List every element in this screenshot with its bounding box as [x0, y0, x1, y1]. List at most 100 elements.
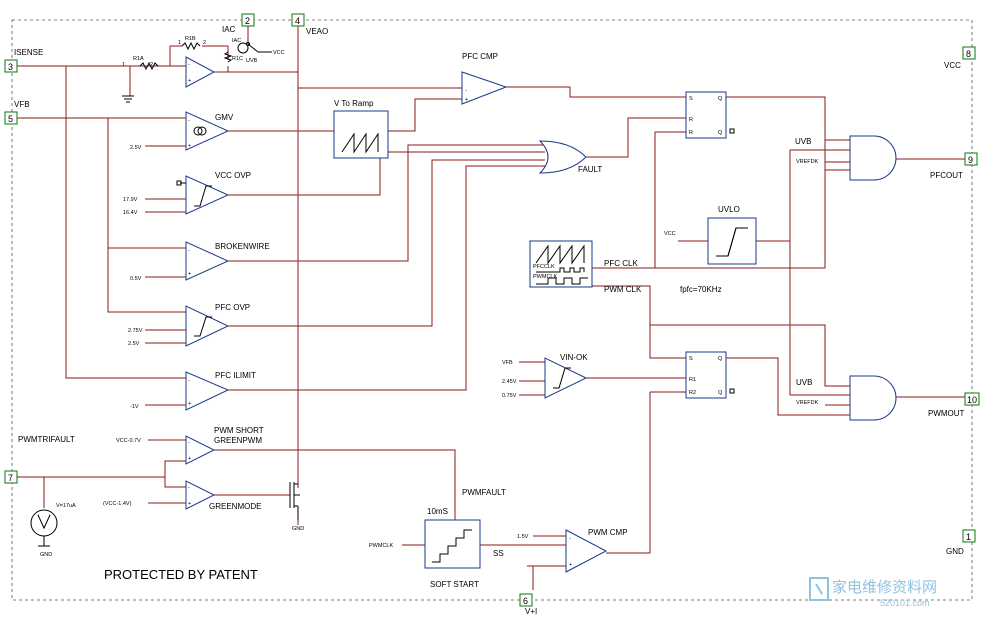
- pin-9: 9: [964, 152, 978, 166]
- greenmode-ref: (VCC-1.4V): [103, 501, 132, 507]
- v-to-ramp-label: V To Ramp: [334, 99, 374, 108]
- pin-4-num: 4: [295, 16, 300, 26]
- chip-boundary: [11, 19, 973, 601]
- vcc-ovp-hi: 17.9V: [123, 197, 138, 203]
- pin-7-num: 7: [8, 473, 13, 483]
- pfc-cmp: -+: [461, 71, 508, 105]
- pwm-clk-label: PWM CLK: [604, 285, 642, 294]
- svg-text:+: +: [188, 78, 191, 84]
- gmv-ref: 2.5V: [130, 145, 142, 151]
- vcc-ovp-lo: 16.4V: [123, 210, 138, 216]
- uvb-top-label: UVB: [795, 137, 811, 146]
- sr-flipflop-pfc: S R R Q Q: [685, 91, 735, 139]
- r1a-pin2: 2: [150, 62, 153, 68]
- svg-text:R2: R2: [689, 390, 696, 396]
- and-gate-pfc: [849, 135, 897, 181]
- pin-10-label: PWMOUT: [928, 409, 965, 418]
- pfc-ilimit-comp: -+: [185, 371, 230, 411]
- pwm-short-comp: -+: [185, 435, 216, 465]
- pin-4: 4: [291, 13, 305, 27]
- svg-text:R: R: [689, 130, 693, 136]
- vcc-switch-label: VCC: [273, 50, 285, 56]
- svg-text:+: +: [188, 401, 191, 407]
- pin-6-label: V+I: [525, 607, 537, 616]
- svg-text:-: -: [188, 62, 190, 68]
- watermark-text: 家电维修资料网: [832, 578, 937, 596]
- svg-text:-: -: [188, 440, 190, 446]
- pin-5-label: VFB: [14, 100, 30, 109]
- vin-ok-label: VIN-OK: [560, 353, 588, 362]
- pin-8-label: VCC: [944, 61, 961, 70]
- brokenwire-comp: -+: [185, 241, 230, 281]
- pwm-cmp-ref: 1.5V: [517, 534, 529, 540]
- vin-ok-comp: [544, 357, 588, 399]
- pin-3-num: 3: [8, 62, 13, 72]
- iac-switch-label: IAC: [232, 38, 241, 44]
- greenmode-comp: -+: [185, 480, 216, 510]
- pin-9-num: 9: [968, 155, 973, 165]
- isense-amp: -+: [185, 56, 216, 88]
- r1a-pin1: 1: [122, 62, 125, 68]
- pwm-short-ref: VCC-0.7V: [116, 438, 141, 444]
- pin-6-num: 6: [523, 596, 528, 606]
- uvlo-label: UVLO: [718, 205, 740, 214]
- pwmclk-in-label: PWMCLK: [369, 543, 393, 549]
- fault-label: FAULT: [578, 165, 602, 174]
- pin-4-label: VEAO: [306, 27, 328, 36]
- svg-text:Q: Q: [718, 96, 723, 102]
- pfc-cmp-label: PFC CMP: [462, 52, 498, 61]
- pin-8-num: 8: [966, 49, 971, 59]
- svg-text:R: R: [689, 117, 693, 123]
- mosfet-gnd: GND: [292, 526, 304, 532]
- svg-text:S: S: [689, 96, 693, 102]
- r1b-pin2: 2: [203, 40, 206, 46]
- svg-text:Q: Q: [718, 130, 723, 136]
- svg-text:S: S: [689, 356, 693, 362]
- pin-9-label: PFCOUT: [930, 171, 963, 180]
- gmv-amp: -+: [185, 111, 230, 151]
- svg-text:-: -: [188, 378, 190, 384]
- pin-1-label: GND: [946, 547, 964, 556]
- uvlo-block: [707, 217, 757, 265]
- wires: [17, 26, 965, 590]
- vrefdk-bottom-label: VREFDK: [796, 400, 819, 406]
- pin-10-num: 10: [967, 395, 977, 405]
- greenmode-label: GREENMODE: [209, 502, 261, 511]
- pfc-ovp-comp: [185, 305, 230, 347]
- svg-text:+: +: [188, 501, 191, 507]
- vinok-lo: 0.75V: [502, 393, 517, 399]
- pin-2-num: 2: [245, 16, 250, 26]
- pin-6: 6: [519, 593, 533, 607]
- r1a-label: R1A: [133, 56, 144, 62]
- pfc-ovp-label: PFC OVP: [215, 303, 250, 312]
- pin-2-label: IAC: [222, 25, 236, 34]
- pfcclk-inner: PFCCLK: [533, 264, 555, 270]
- pfc-ilimit-label: PFC ILIMIT: [215, 371, 256, 380]
- svg-text:Q: Q: [718, 390, 723, 396]
- svg-text:+: +: [188, 143, 191, 149]
- svg-text:R1: R1: [689, 377, 696, 383]
- patent-notice: PROTECTED BY PATENT: [104, 567, 258, 582]
- ss-label: SS: [493, 549, 504, 558]
- vcc-ovp-comp: [176, 175, 230, 215]
- fpfc-label: fpfc=70KHz: [680, 285, 722, 294]
- pin-3-label: ISENSE: [14, 48, 43, 57]
- greenpwm-label: GREENPWM: [214, 436, 262, 445]
- current-src-label: V=17uA: [56, 503, 76, 509]
- and-gate-pwm: [849, 375, 897, 421]
- pwm-cmp: -+: [565, 529, 608, 573]
- svg-text:-: -: [188, 248, 190, 254]
- vrefdk-top-label: VREFDK: [796, 159, 819, 165]
- pin-1: 1: [962, 529, 976, 543]
- svg-text:-: -: [465, 88, 467, 94]
- ilimit-ref: -1V: [130, 404, 139, 410]
- pwmclk-inner: PWMCLK: [533, 274, 557, 280]
- pwmfault-label: PWMFAULT: [462, 488, 506, 497]
- pwm-short-label: PWM SHORT: [214, 426, 264, 435]
- svg-text:-: -: [188, 118, 190, 124]
- svg-text:+: +: [465, 97, 468, 103]
- v-to-ramp-block: [333, 110, 389, 159]
- r1c-label: R1C: [232, 56, 243, 62]
- pin-8: 8: [962, 46, 976, 60]
